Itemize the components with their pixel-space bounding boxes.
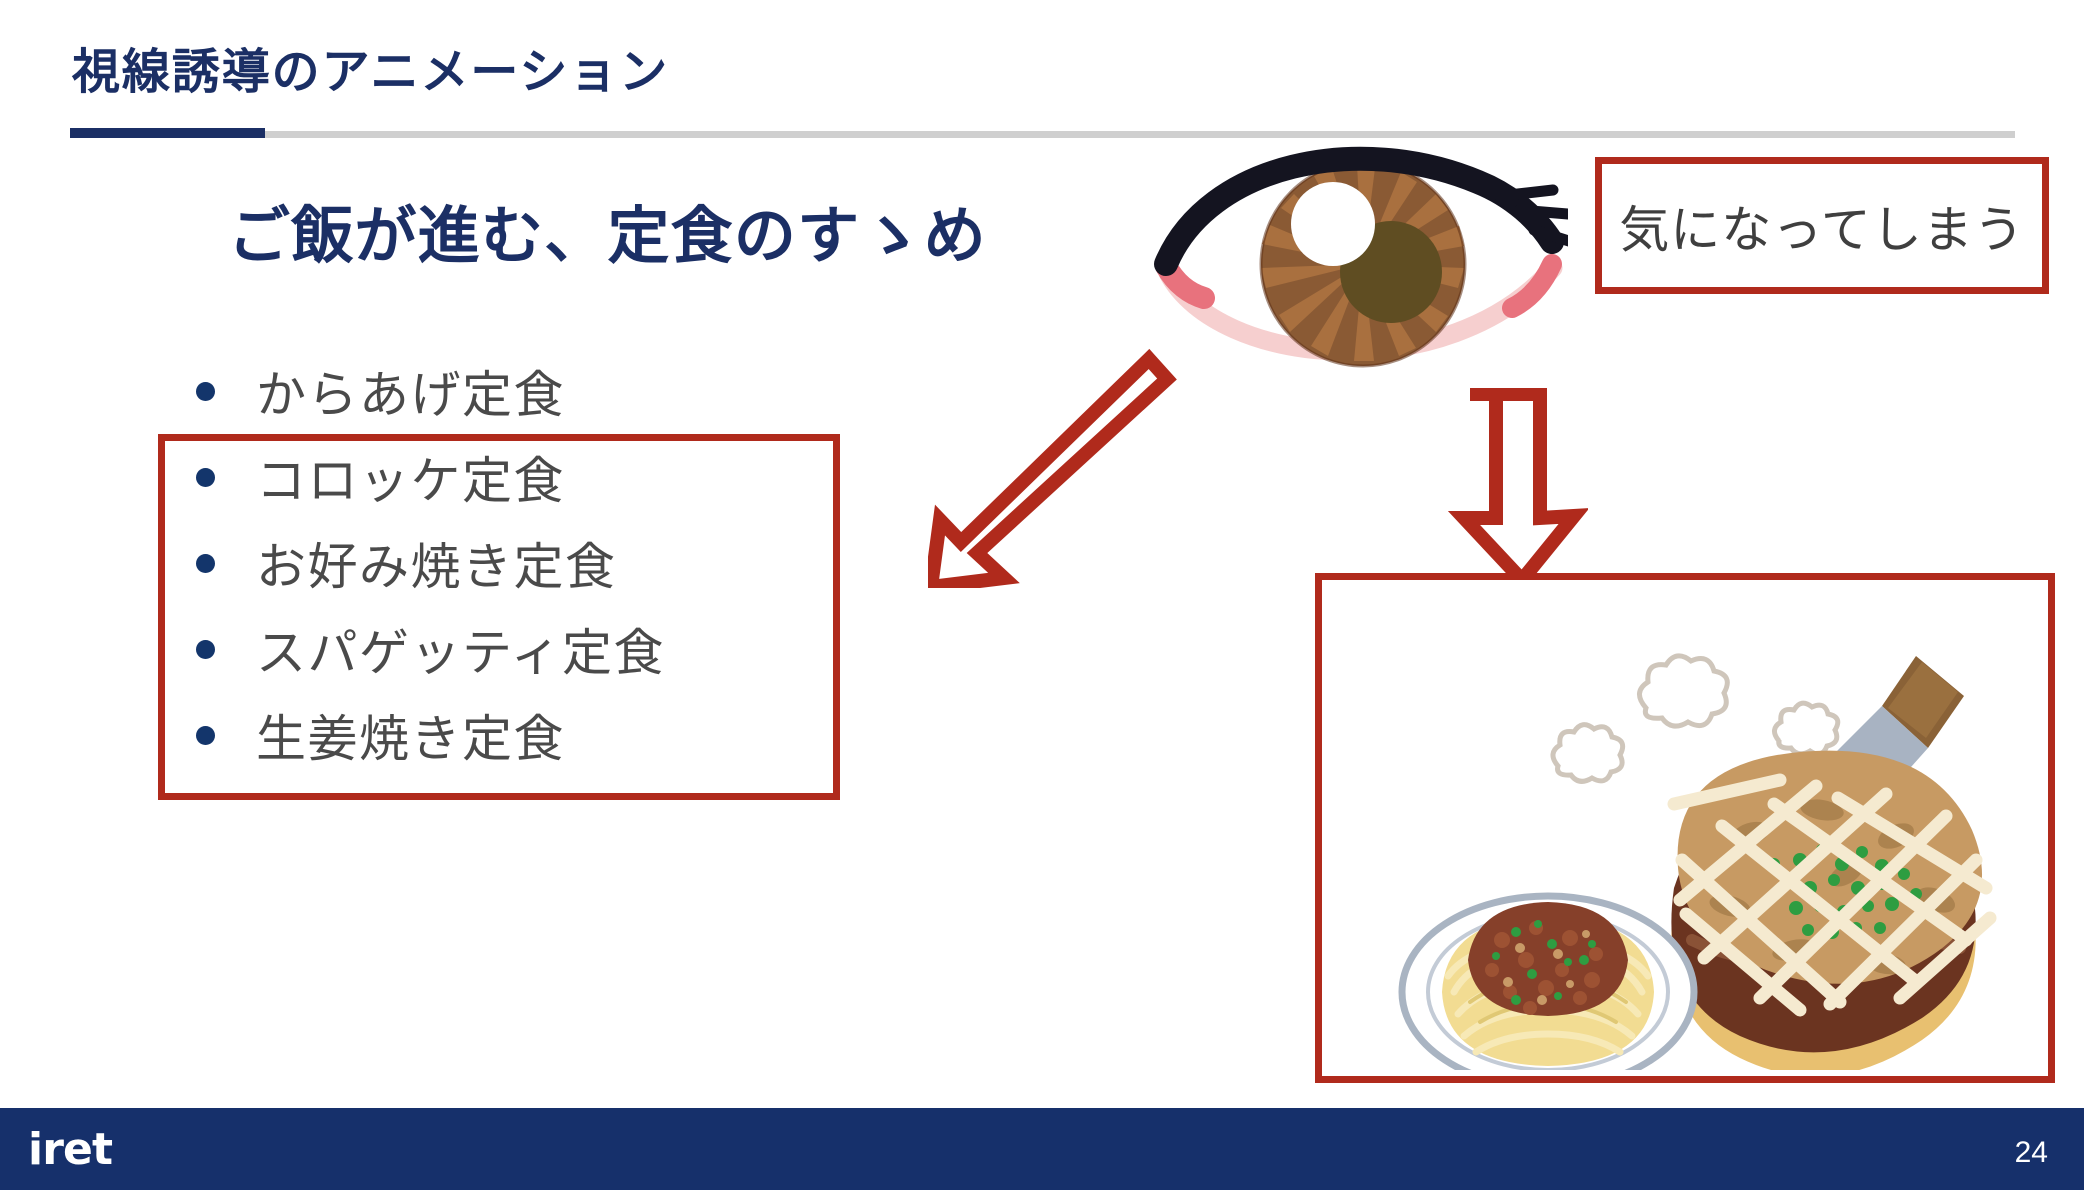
list-item-label: スパゲッティ定食 [256,625,665,681]
bullet-icon [196,639,215,659]
list-item-label: 生姜焼き定食 [256,711,565,767]
callout-text: 気になってしまう [1619,201,2025,258]
list-item: 生姜焼き定食 [196,692,665,778]
bullet-icon [196,381,215,401]
list-item: お好み焼き定食 [196,520,665,606]
arrow-down-icon [1448,388,1588,588]
brand-logo: iret [28,1124,113,1175]
list-item-label: からあげ定食 [256,367,565,423]
list-item-label: コロッケ定食 [256,453,565,509]
content-heading: ご飯が進む、定食のすゝめ [228,202,987,271]
list-highlight-box [158,434,840,800]
bullet-icon [196,467,215,487]
footer-bar: iret 24 [0,1108,2084,1190]
title-divider [70,131,2015,138]
eye-icon [1154,146,1568,368]
bullet-icon [196,553,215,573]
bullet-icon [196,725,215,745]
list-item: スパゲッティ定食 [196,606,665,692]
title-divider-accent [70,128,265,138]
menu-list: からあげ定食 コロッケ定食 お好み焼き定食 スパゲッティ定食 生姜焼き定食 [196,348,665,778]
list-item: からあげ定食 [196,348,665,434]
page-title: 視線誘導のアニメーション [72,46,670,99]
page-number: 24 [2014,1136,2048,1169]
food-illustration [1398,653,1997,1070]
arrow-left-icon [928,348,1177,588]
list-item: コロッケ定食 [196,434,665,520]
callout-box: 気になってしまう [1595,157,2049,294]
list-item-label: お好み焼き定食 [256,539,617,595]
